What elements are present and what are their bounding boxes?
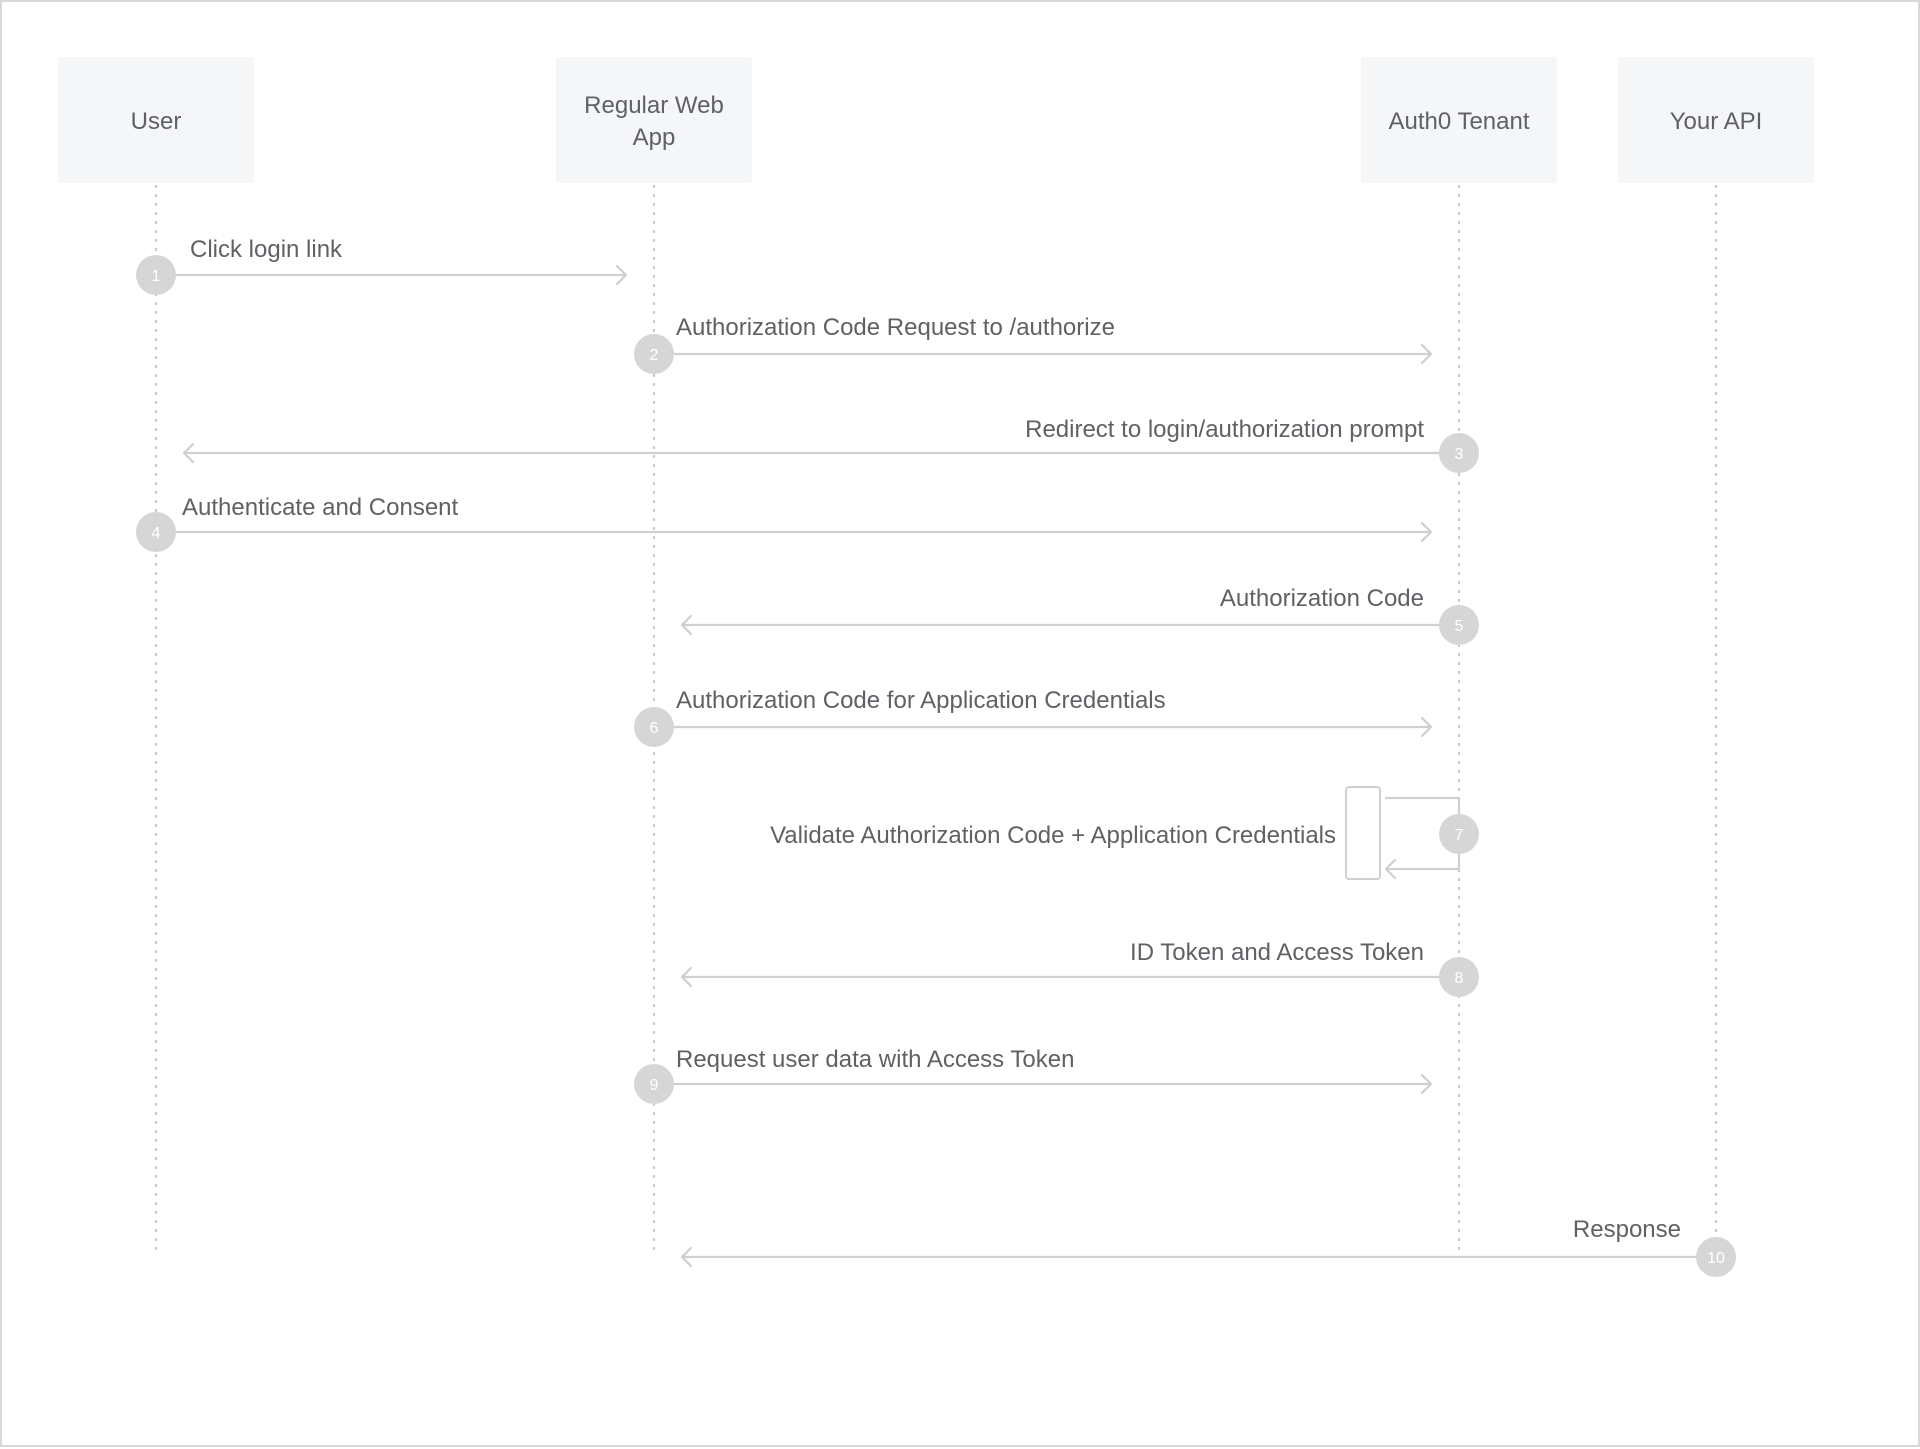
step-marker: 5: [1439, 605, 1479, 645]
step-circle: [634, 1064, 674, 1104]
message-step-4: 4 Authenticate and Consent: [136, 494, 1433, 552]
step-marker: 6: [634, 707, 674, 747]
participant-box: [556, 57, 752, 183]
arrowhead: [680, 1246, 693, 1268]
message-label: Authorization Code Request to /authorize: [676, 314, 1115, 341]
step-number: 6: [650, 720, 659, 737]
step-number: 1: [152, 268, 161, 285]
step-number: 3: [1455, 446, 1464, 463]
step-number: 2: [650, 347, 659, 364]
arrowhead: [680, 614, 693, 636]
step-circle: [1439, 957, 1479, 997]
participant-box: [1361, 57, 1557, 183]
participant-box: [58, 57, 254, 183]
message-label: Request user data with Access Token: [676, 1046, 1074, 1073]
step-circle: [634, 334, 674, 374]
message-step-6: 6 Authorization Code for Application Cred…: [634, 687, 1433, 747]
step-marker: 9: [634, 1064, 674, 1104]
arrowhead: [182, 442, 195, 464]
message-label: Authorization Code for Application Crede…: [676, 687, 1166, 714]
participant-label: Regular Web: [584, 92, 724, 119]
arrowhead: [1420, 521, 1433, 543]
message-label: Authenticate and Consent: [182, 494, 459, 521]
participant-label: Your API: [1670, 108, 1763, 135]
arrowhead: [1384, 858, 1397, 880]
step-number: 8: [1455, 970, 1464, 987]
message-label: Validate Authorization Code + Applicatio…: [770, 822, 1336, 849]
participant-box: [1618, 57, 1814, 183]
arrowhead: [1420, 343, 1433, 365]
step-marker: 3: [1439, 433, 1479, 473]
step-marker: 1: [136, 255, 176, 295]
step-marker: 7: [1439, 814, 1479, 854]
arrowhead: [1420, 716, 1433, 738]
arrowhead: [1420, 1073, 1433, 1095]
participant-api: Your API: [1618, 57, 1814, 183]
message-step-1: 1 Click login link: [136, 236, 628, 295]
participant-label: User: [131, 108, 182, 135]
step-marker: 8: [1439, 957, 1479, 997]
message-label: Click login link: [190, 236, 343, 263]
participant-label: Auth0 Tenant: [1388, 108, 1529, 135]
arrowhead: [615, 264, 628, 286]
step-number: 9: [650, 1077, 659, 1094]
message-label: Authorization Code: [1220, 585, 1424, 612]
message-step-10: 10 Response: [680, 1216, 1736, 1277]
step-circle: [1439, 605, 1479, 645]
step-circle: [1439, 814, 1479, 854]
message-step-3: 3 Redirect to login/authorization prompt: [182, 416, 1479, 473]
message-step-2: 2 Authorization Code Request to /authoriz…: [634, 314, 1433, 374]
participant-user: User: [58, 57, 254, 183]
message-step-9: 9 Request user data with Access Token: [634, 1046, 1433, 1104]
message-step-7: 7 Validate Authorization Code + Applicati…: [770, 786, 1479, 880]
step-marker: 10: [1696, 1237, 1736, 1277]
message-label: Response: [1573, 1216, 1681, 1243]
step-circle: [136, 512, 176, 552]
step-circle: [1696, 1237, 1736, 1277]
step-circle: [634, 707, 674, 747]
step-number: 4: [152, 525, 161, 542]
step-number: 5: [1455, 618, 1464, 635]
message-label: Redirect to login/authorization prompt: [1025, 416, 1424, 443]
participant-tenant: Auth0 Tenant: [1361, 57, 1557, 183]
activation-box: [1345, 786, 1381, 880]
step-marker: 2: [634, 334, 674, 374]
step-number: 10: [1707, 1250, 1725, 1267]
step-marker: 4: [136, 512, 176, 552]
message-step-5: 5 Authorization Code: [680, 585, 1479, 645]
step-circle: [1439, 433, 1479, 473]
message-step-8: 8 ID Token and Access Token: [680, 939, 1479, 997]
arrowhead: [680, 966, 693, 988]
step-circle: [136, 255, 176, 295]
participant-label: App: [633, 124, 676, 151]
message-label: ID Token and Access Token: [1130, 939, 1424, 966]
step-number: 7: [1455, 827, 1464, 844]
